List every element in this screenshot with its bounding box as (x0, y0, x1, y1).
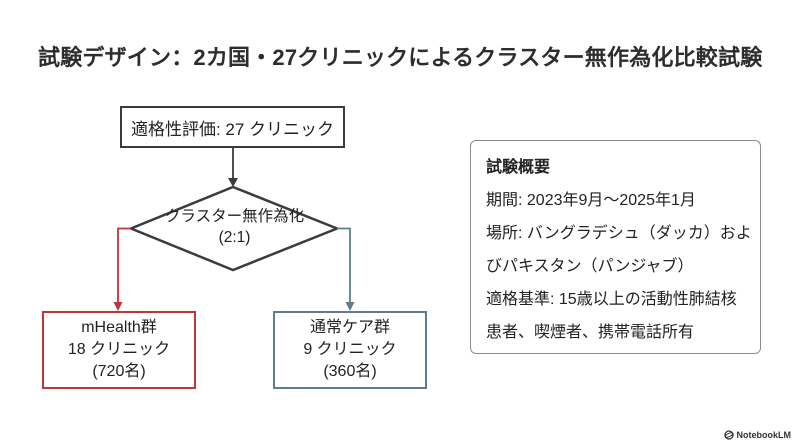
overview-panel-title: 試験概要 (486, 159, 551, 176)
arrow-randomization-to-mhealth (117, 227, 131, 303)
mhealth-group-name: mHealth群 (81, 319, 157, 336)
usual-care-participant-count: (360名) (323, 363, 377, 380)
mhealth-participant-count: (720名) (92, 363, 146, 380)
randomization-line1: クラスター無作為化 (164, 208, 305, 225)
randomization-line2: (2:1) (218, 229, 251, 246)
arrowhead-red-icon (113, 302, 123, 311)
usual-care-group-name: 通常ケア群 (309, 319, 390, 336)
notebooklm-logo: NotebookLM (723, 430, 792, 440)
slide-title: 試験デザイン：2カ国・27クリニックによるクラスター無作為化比較試験 (38, 45, 763, 70)
usual-care-group-box: 通常ケア群 9 クリニック (360名) (273, 311, 427, 389)
notebooklm-label: NotebookLM (736, 430, 792, 440)
overview-line-criteria-2: 患者、喫煙者、携帯電話所有 (486, 324, 695, 341)
overview-line-location-2: びパキスタン（パンジャブ） (486, 258, 694, 275)
overview-line-period: 期間: 2023年9月～2025年1月 (486, 192, 696, 209)
notebooklm-icon (723, 430, 734, 440)
usual-care-clinic-count: 9 クリニック (303, 341, 397, 358)
study-overview-panel: 試験概要 期間: 2023年9月～2025年1月 場所: バングラデシュ（ダッカ… (470, 140, 761, 354)
overview-line-criteria-1: 適格基準: 15歳以上の活動性肺結核 (486, 291, 737, 308)
arrowhead-slate-icon (345, 302, 355, 311)
randomization-diamond-label: クラスター無作為化 (2:1) (132, 206, 337, 248)
arrowhead-down-icon (228, 178, 238, 187)
eligibility-box: 適格性評価: 27 クリニック (120, 106, 345, 148)
overview-line-location-1: 場所: バングラデシュ（ダッカ）およ (486, 225, 752, 242)
mhealth-group-box: mHealth群 18 クリニック (720名) (42, 311, 196, 389)
arrow-randomization-to-usual-care (337, 227, 351, 303)
mhealth-clinic-count: 18 クリニック (67, 341, 171, 358)
eligibility-box-label: 適格性評価: 27 クリニック (130, 119, 335, 139)
